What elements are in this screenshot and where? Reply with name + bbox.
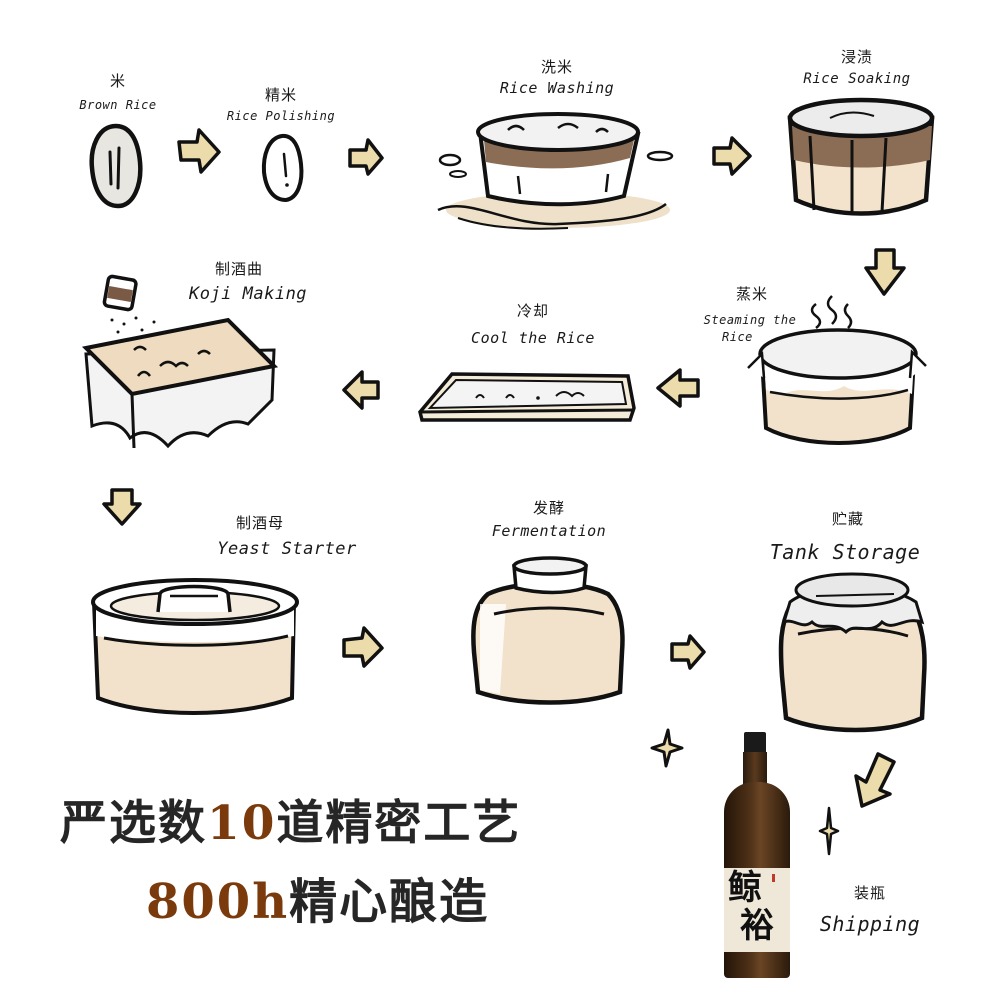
washing-tub-icon bbox=[437, 112, 674, 230]
step-11-cn-label: 装瓶 bbox=[853, 884, 887, 902]
sparkle-icon bbox=[818, 806, 840, 856]
headline-line1-prefix: 严选数 bbox=[60, 796, 207, 851]
step-8-en-label: Yeast Starter bbox=[217, 539, 357, 559]
step-2-en-label: Rice Polishing bbox=[226, 109, 336, 123]
sparkle-icon bbox=[650, 728, 684, 768]
step-3-en-label: Rice Washing bbox=[499, 79, 615, 97]
label-seal bbox=[772, 874, 775, 882]
arrow-down-1 bbox=[864, 248, 906, 296]
step-10-cn-label: 贮藏 bbox=[831, 510, 865, 528]
brand-char-2: 裕 bbox=[740, 906, 774, 946]
headline-line-2: 800h精心酿造 bbox=[146, 862, 489, 932]
step-8-cn-label: 制酒母 bbox=[235, 514, 285, 532]
arrow-down-left bbox=[854, 752, 896, 808]
step-2-cn-label: 精米 bbox=[264, 86, 298, 104]
koji-table-icon bbox=[81, 274, 279, 449]
step-5-en-label-line2: Rice bbox=[722, 330, 753, 344]
step-1-cn-label: 米 bbox=[109, 72, 127, 90]
arrow-right-2 bbox=[348, 138, 384, 176]
step-10-en-label: Tank Storage bbox=[769, 540, 921, 564]
rice-grain-icon bbox=[89, 123, 143, 209]
step-5-en-label-line1: Steaming the bbox=[703, 313, 797, 327]
cooling-tray-icon bbox=[418, 372, 636, 422]
arrow-right-5 bbox=[670, 634, 706, 670]
soaking-barrel-icon bbox=[787, 97, 935, 216]
headline-line1-number: 10 bbox=[207, 796, 277, 851]
polished-rice-grain-icon bbox=[261, 133, 304, 203]
step-9-en-label: Fermentation bbox=[491, 522, 607, 540]
fermentation-jar-icon bbox=[471, 556, 625, 705]
arrow-right-1 bbox=[177, 128, 221, 174]
sake-bottle-icon: 鲸 裕 bbox=[722, 732, 794, 980]
arrow-down-2 bbox=[102, 488, 142, 526]
headline-line2-suffix: 精心酿造 bbox=[289, 874, 490, 930]
step-1-en-label: Brown Rice bbox=[79, 98, 157, 112]
brand-char-1: 鲸 bbox=[728, 868, 762, 908]
arrow-left-2 bbox=[342, 370, 380, 410]
headline-line-1: 严选数10道精密工艺 bbox=[60, 784, 521, 853]
bottle-cap bbox=[744, 732, 766, 754]
step-7-cn-label: 制酒曲 bbox=[214, 260, 264, 278]
arrow-right-3 bbox=[712, 136, 752, 176]
step-3-cn-label: 洗米 bbox=[540, 58, 574, 76]
bottle-label: 鲸 裕 bbox=[724, 868, 790, 952]
arrow-left-1 bbox=[656, 368, 700, 408]
step-6-en-label: Cool the Rice bbox=[471, 329, 595, 347]
step-5-cn-label: 蒸米 bbox=[735, 285, 769, 303]
headline-line1-suffix: 道精密工艺 bbox=[276, 796, 522, 851]
headline-line2-number: 800h bbox=[146, 874, 290, 930]
step-9-cn-label: 发酵 bbox=[532, 499, 566, 517]
arrow-right-4 bbox=[342, 626, 384, 668]
step-4-cn-label: 浸渍 bbox=[840, 48, 874, 66]
storage-jar-icon bbox=[778, 572, 927, 733]
steaming-pot-icon bbox=[747, 295, 927, 445]
step-7-en-label: Koji Making bbox=[188, 284, 308, 304]
yeast-starter-pot-icon bbox=[91, 578, 299, 715]
step-4-en-label: Rice Soaking bbox=[803, 71, 911, 87]
step-6-cn-label: 冷却 bbox=[516, 302, 550, 320]
step-11-en-label: Shipping bbox=[819, 912, 921, 936]
